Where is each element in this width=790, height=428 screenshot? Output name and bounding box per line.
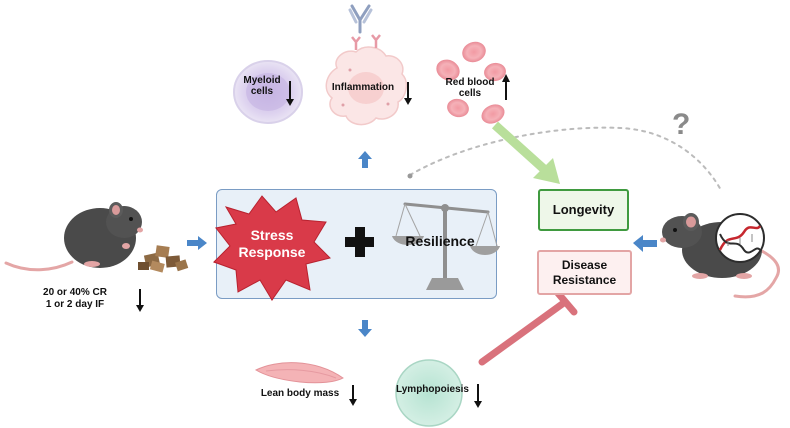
dashed-feedback-curve xyxy=(409,126,723,193)
disease-label-line1: Disease xyxy=(561,258,608,272)
inflammation-label: Inflammation xyxy=(331,82,395,93)
diet-label: 20 or 40% CR 1 or 2 day IF xyxy=(20,287,130,311)
stress-label: Stress Response xyxy=(224,227,320,261)
dashed-curve-start-dot xyxy=(407,173,413,179)
stress-label-line1: Stress xyxy=(250,227,294,243)
muscle-icon xyxy=(254,362,344,384)
question-mark: ? xyxy=(672,108,690,141)
green-arrow-icon xyxy=(491,121,560,184)
red-blood-label-line1: Red blood xyxy=(445,77,495,88)
red-blood-label: Red blood cells xyxy=(441,77,499,99)
red-blood-cell-icon xyxy=(436,41,506,124)
macrophage-icon xyxy=(325,34,408,126)
diet-label-line1: 20 or 40% CR xyxy=(43,287,107,298)
resilience-label: Resilience xyxy=(405,233,475,249)
blue-down-arrow-icon xyxy=(358,320,372,337)
inhibition-line-icon xyxy=(478,288,578,366)
red-blood-label-line2: cells xyxy=(458,88,482,99)
mouse-icon xyxy=(4,202,143,272)
disease-label-line2: Resistance xyxy=(552,273,617,287)
longevity-box: Longevity xyxy=(538,189,629,231)
disease-resistance-box: Disease Resistance xyxy=(537,250,632,295)
lean-mass-label: Lean body mass xyxy=(260,388,340,399)
myeloid-label-line1: Myeloid xyxy=(243,75,281,86)
food-pellets-icon xyxy=(138,245,189,273)
stress-label-line2: Response xyxy=(238,244,306,260)
antibody-icon xyxy=(348,4,373,34)
lymphocyte-icon xyxy=(395,359,463,427)
myeloid-label-line2: cells xyxy=(250,86,274,97)
blue-left-arrow-icon xyxy=(633,235,657,252)
diet-label-line2: 1 or 2 day IF xyxy=(45,299,105,310)
dna-icon xyxy=(715,213,765,263)
blue-right-arrow-icon xyxy=(187,236,207,250)
myeloid-cell-icon xyxy=(233,60,303,124)
lymphopoiesis-label: Lymphopoiesis xyxy=(396,384,469,395)
myeloid-label: Myeloid cells xyxy=(240,75,284,97)
blue-up-arrow-icon xyxy=(358,151,372,168)
